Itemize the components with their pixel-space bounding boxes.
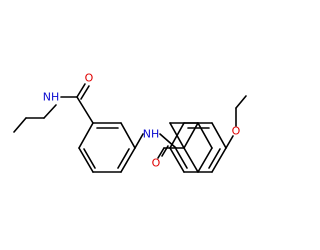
bond-ethoxy-ch2-ch3 bbox=[235, 95, 247, 109]
ether-o-label: O bbox=[232, 125, 241, 138]
bond-ring2-true-1 bbox=[169, 122, 185, 149]
bond-ring2-3 bbox=[197, 147, 213, 173]
amide-nh-left-label: NH bbox=[43, 91, 60, 104]
molecule-structure-diagram: NH O NH O O bbox=[13, 72, 247, 173]
bond-ring1-double-b bbox=[117, 148, 130, 169]
bond-ring1-5 bbox=[78, 147, 94, 173]
amide-nh-right-label: NH bbox=[143, 128, 160, 141]
bond-ring2-true-4 bbox=[211, 147, 227, 173]
bond-ring1-nh-right bbox=[134, 133, 144, 149]
bond-nh-right-carbonyl bbox=[159, 133, 177, 149]
bond-carbonyl-right-o-a bbox=[157, 147, 165, 159]
bond-ring2-1 bbox=[183, 122, 199, 149]
bond-ring2-true-3 bbox=[211, 122, 227, 149]
bond-carbonyl-left-o-b bbox=[80, 85, 90, 100]
bond-ring1-3 bbox=[120, 147, 136, 173]
bond-ring2-true-6 bbox=[169, 147, 185, 173]
bond-ring2-2 bbox=[197, 122, 213, 149]
bond-ring1-double-c bbox=[83, 148, 96, 169]
bond-propyl-ch3-ch2 bbox=[13, 117, 27, 133]
bond-ring1-2 bbox=[120, 122, 136, 149]
bond-ring2-ether-o bbox=[225, 135, 234, 149]
amide-o-right-label: O bbox=[152, 157, 161, 170]
amide-o-left-label: O bbox=[85, 72, 94, 85]
bond-ring2-4 bbox=[183, 147, 199, 173]
bond-propyl-ch2-n bbox=[43, 104, 57, 119]
bond-ring1-6 bbox=[78, 122, 94, 149]
bond-carbonyl-left-ring bbox=[76, 96, 94, 124]
bond-carbonyl-left-o-a bbox=[76, 83, 86, 98]
bond-ring2-double-c bbox=[175, 148, 188, 169]
bond-ring2-double-b bbox=[208, 148, 221, 169]
